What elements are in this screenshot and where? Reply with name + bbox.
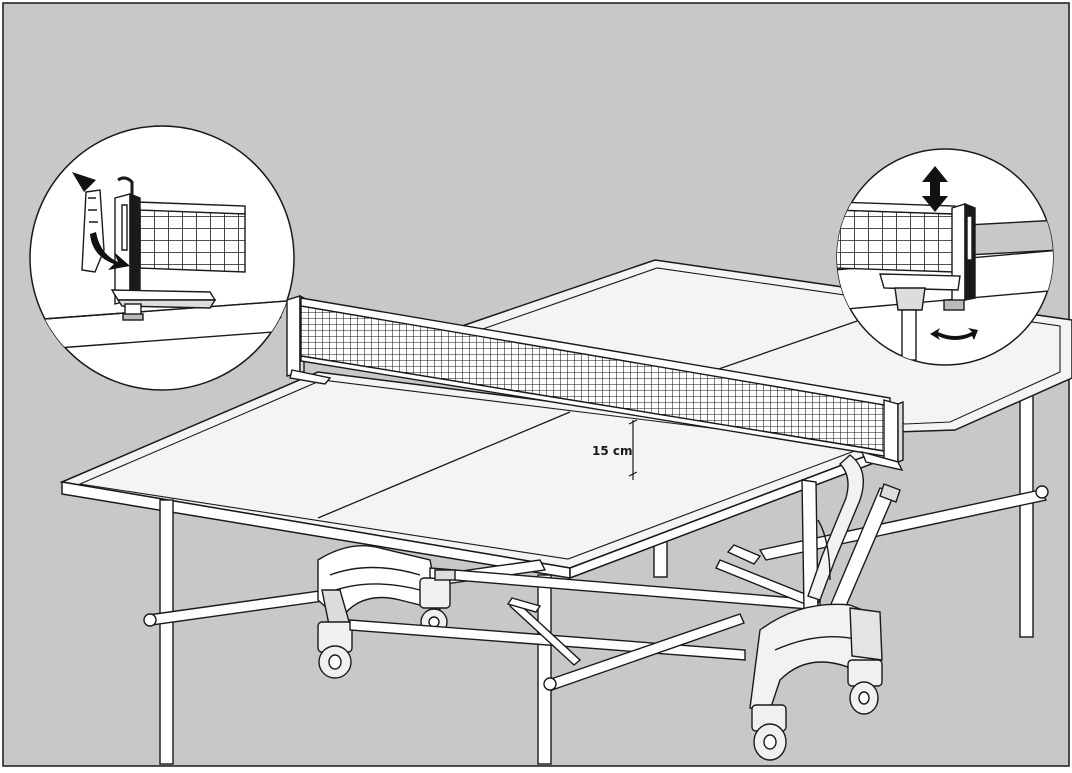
right-folding-frame	[801, 454, 901, 621]
height-adjust-arrow-icon	[922, 166, 948, 212]
height-label: 15 cm	[592, 444, 633, 458]
clamp-rotate-arrow-icon	[90, 232, 130, 270]
left-wheel-base	[317, 545, 451, 679]
clamp-arrow-icon	[72, 172, 96, 192]
rotate-knob-arrow-icon	[930, 328, 978, 340]
left-detail-circle	[29, 125, 295, 391]
net-assembly	[286, 294, 904, 472]
stretchers	[349, 544, 822, 691]
right-wheel-base	[749, 603, 883, 761]
right-detail-circle	[836, 148, 1054, 366]
height-dimension	[628, 419, 638, 480]
